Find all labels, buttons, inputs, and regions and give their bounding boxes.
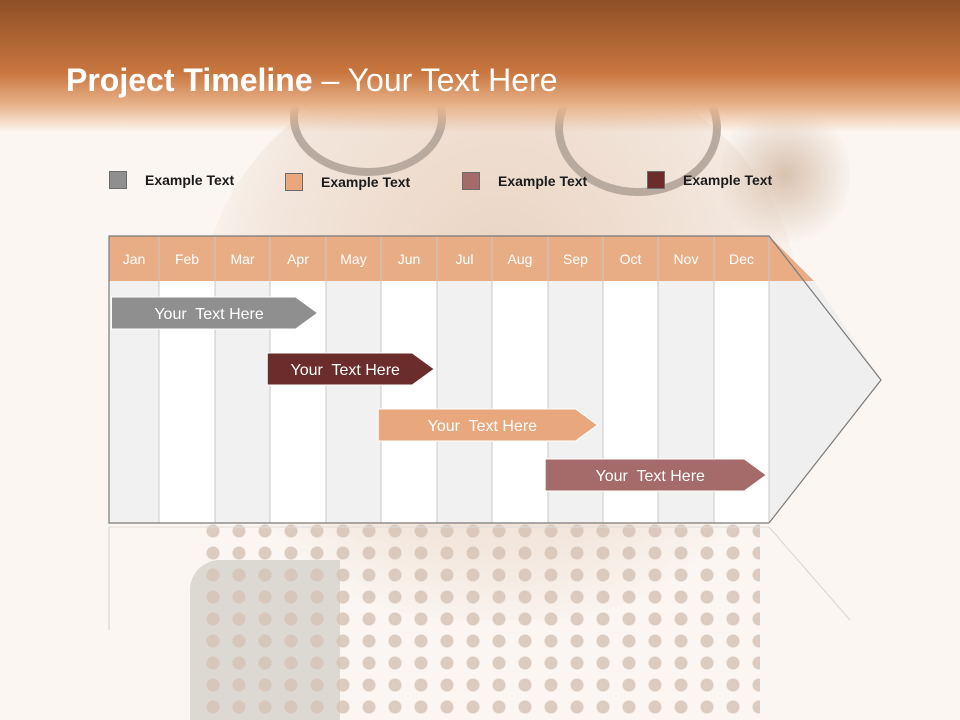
page-title: Project Timeline – Your Text Here [66,62,558,99]
title-bar: Project Timeline – Your Text Here [0,0,960,132]
month-label-aug: Aug [508,251,533,267]
month-label-jun: Jun [398,251,421,267]
legend-swatch-4 [647,171,665,189]
month-label-sep: Sep [563,251,588,267]
legend-swatch-2 [285,173,303,191]
page-title-rest: – Your Text Here [312,62,558,98]
page-title-bold: Project Timeline [66,62,313,98]
legend-label-1: Example Text [145,172,235,188]
task-bar-2 [266,352,436,386]
legend-swatch-1 [109,171,127,189]
task-bar-1 [111,296,319,330]
month-label-feb: Feb [175,251,199,267]
month-label-nov: Nov [674,251,699,267]
legend-item-3: Example Text [462,172,587,190]
month-label-jul: Jul [456,251,474,267]
legend-swatch-3 [462,172,480,190]
task-label-3: Your Text Here [428,418,538,435]
task-bar-4 [544,458,768,492]
month-label-mar: Mar [230,251,254,267]
month-label-dec: Dec [729,251,754,267]
task-label-4: Your Text Here [596,468,706,485]
month-column-jun [381,281,437,523]
legend-label-3: Example Text [498,173,588,189]
photo-shirt [200,520,760,720]
month-label-may: May [340,251,366,267]
month-column-aug [492,281,548,523]
legend-item-4: Example Text [647,171,772,189]
task-bar-3 [377,408,599,442]
month-column-jul [437,281,492,523]
legend-label-2: Example Text [321,174,411,190]
legend-label-4: Example Text [683,172,773,188]
timeline-arrow-head [769,281,881,523]
month-label-jan: Jan [123,251,146,267]
month-label-oct: Oct [620,251,642,267]
reflection-arrow-edge [768,526,851,621]
task-label-2: Your Text Here [291,362,401,379]
task-label-1: Your Text Here [154,306,264,323]
timeline-outline [108,235,882,524]
legend-item-2: Example Text [285,173,410,191]
month-label-apr: Apr [287,251,309,267]
month-column-may [326,281,381,523]
month-header-band [109,236,814,281]
legend-item-1: Example Text [109,171,234,189]
